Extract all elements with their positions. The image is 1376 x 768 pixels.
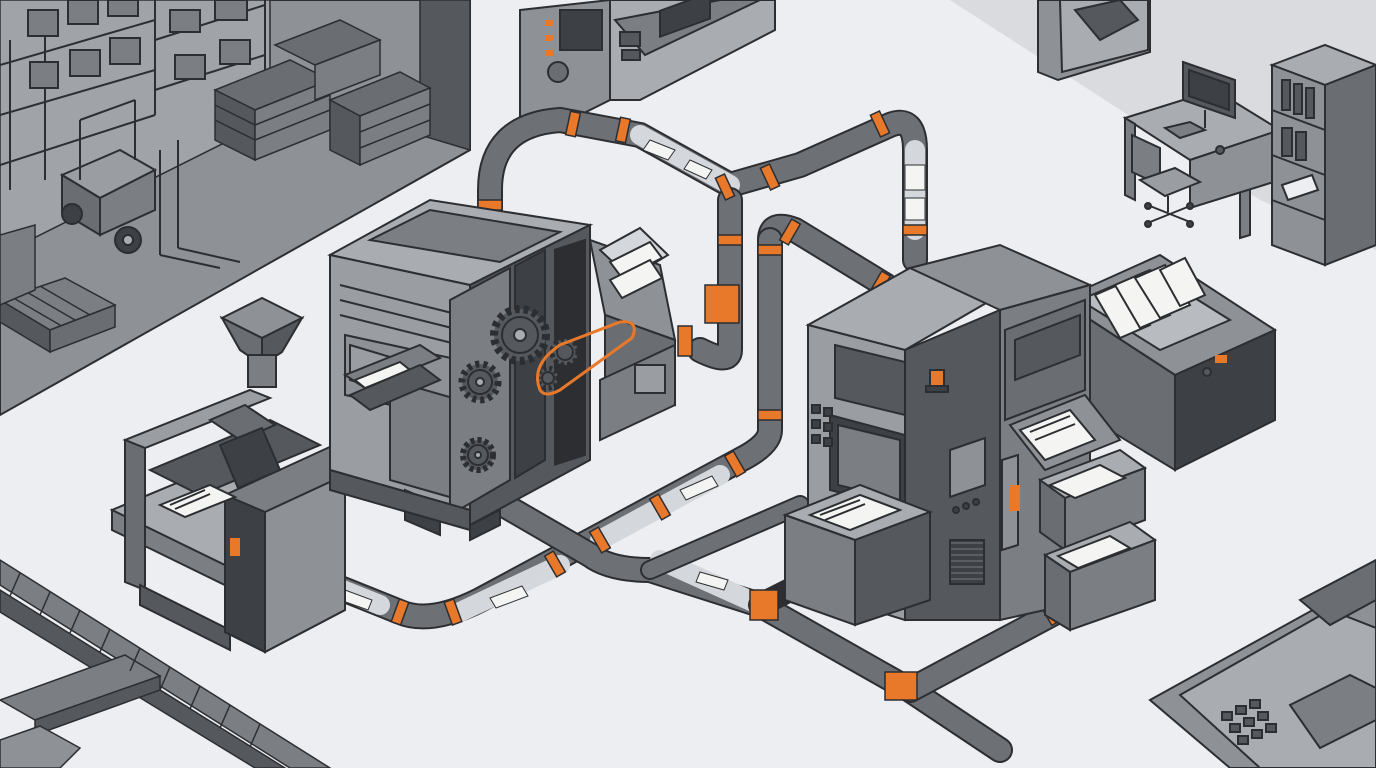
hopper-icon <box>219 296 305 388</box>
control-panel-icon <box>519 0 776 132</box>
press-machine-icon <box>327 198 677 542</box>
office-chair-icon <box>1131 133 1203 228</box>
beacon-icon <box>925 369 949 393</box>
gear-icon <box>458 360 502 404</box>
sorting-machine <box>782 243 1278 632</box>
drive-belt <box>536 320 636 396</box>
gear-icon <box>535 365 561 391</box>
warehouse-area <box>0 0 471 417</box>
pallet-stack <box>213 19 432 167</box>
monitor-icon <box>1162 60 1236 155</box>
forklift-icon <box>59 99 241 269</box>
cable-tray-icon <box>0 559 332 768</box>
keypad <box>1221 699 1277 745</box>
desk-icon <box>1122 88 1283 240</box>
gear-icon <box>490 305 550 365</box>
bookshelf-icon <box>1269 43 1376 267</box>
gear-icon <box>460 437 496 473</box>
bottom-console <box>1148 558 1376 768</box>
pallet-icon <box>0 277 117 354</box>
paper-sheets <box>339 139 926 611</box>
hopper-machine <box>109 296 346 654</box>
office-area <box>950 0 1376 267</box>
